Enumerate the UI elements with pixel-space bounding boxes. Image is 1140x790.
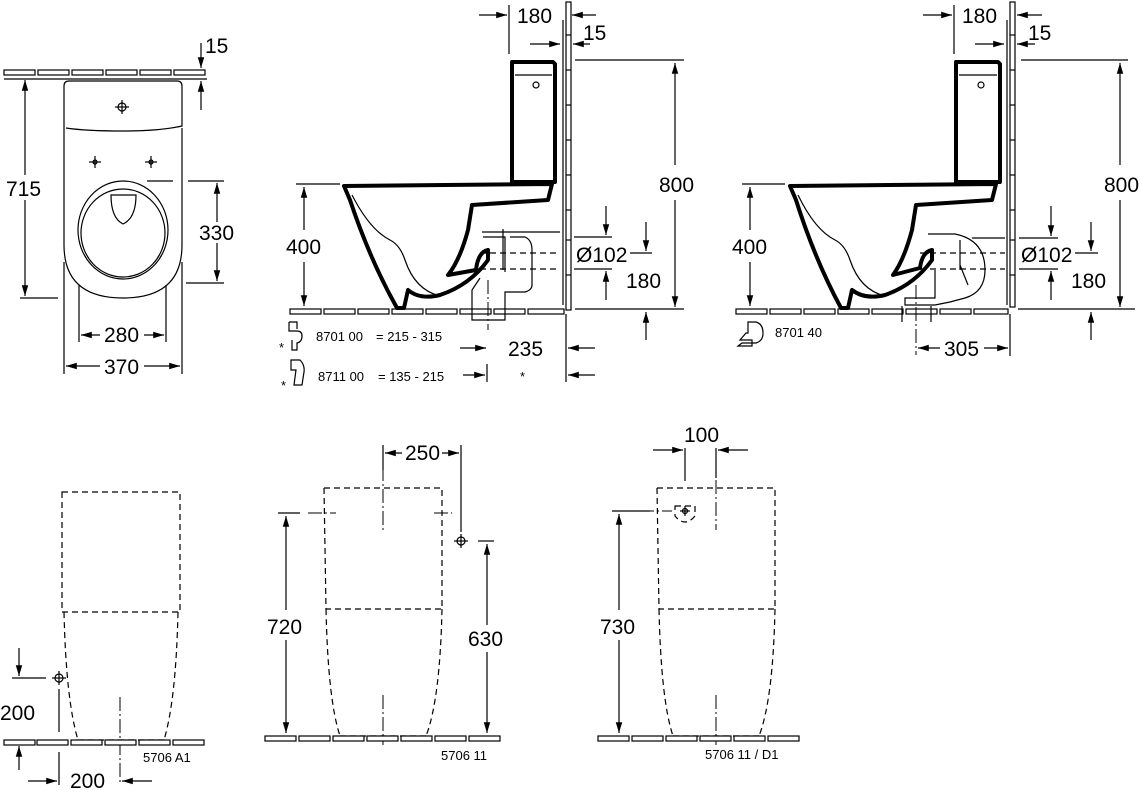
outlet-pipe-1 bbox=[471, 231, 560, 321]
dim-fixing-height: 720 bbox=[267, 616, 302, 639]
cistern-button-icon bbox=[115, 100, 129, 114]
dim-total-height-1: 800 bbox=[659, 174, 694, 197]
side-view-horizontal-outlet: 180 15 800 400 Ø102 180 235 * bbox=[279, 1, 694, 393]
front-view-5706-11-d1: 100 730 5706 11 / D1 bbox=[597, 424, 800, 762]
dim-outlet-height-2: 180 bbox=[1071, 270, 1106, 293]
dim-cistern-depth-2: 180 bbox=[962, 5, 997, 28]
dim-inlet-offset-d1: 100 bbox=[684, 424, 719, 447]
water-inlet-icon-d1 bbox=[680, 506, 690, 516]
bowl-2 bbox=[788, 182, 998, 310]
front-view-5706-a1: 200 200 5706 A1 bbox=[0, 491, 205, 790]
elbow-connector-icon bbox=[288, 321, 303, 351]
dim-inner-width: 280 bbox=[104, 324, 139, 347]
dim-length: 715 bbox=[6, 178, 41, 201]
dim-water-inlet-offset: 200 bbox=[70, 770, 105, 790]
connector-8711-00: * 8711 00 = 135 - 215 bbox=[281, 359, 444, 393]
dim-seat-height-2: 400 bbox=[732, 236, 767, 259]
asterisk-note: * bbox=[520, 369, 525, 384]
bowl-1 bbox=[342, 182, 554, 310]
dim-inlet-offset-11: 250 bbox=[405, 442, 440, 465]
side-view-vertical-outlet: 180 15 800 400 Ø102 180 305 8701 40 bbox=[732, 1, 1139, 361]
svg-text:*: * bbox=[279, 340, 284, 355]
floor-1 bbox=[289, 308, 565, 315]
svg-text:8701 40: 8701 40 bbox=[775, 325, 822, 340]
svg-text:= 215 - 315: = 215 - 315 bbox=[376, 329, 442, 344]
cistern-1 bbox=[510, 60, 557, 184]
wall-top bbox=[3, 69, 207, 80]
dim-outlet-diameter-2: Ø102 bbox=[1021, 244, 1072, 267]
top-view: 15 715 330 280 370 bbox=[3, 35, 234, 379]
dim-wall-gap-1: 15 bbox=[583, 22, 606, 45]
dim-outer-width: 370 bbox=[104, 356, 139, 379]
water-inlet-icon-11 bbox=[454, 534, 468, 548]
svg-text:8701 00: 8701 00 bbox=[316, 329, 363, 344]
dim-wall-offset: 15 bbox=[205, 35, 228, 58]
cistern-2 bbox=[954, 60, 1002, 184]
dim-inlet-height-11: 630 bbox=[468, 628, 503, 651]
svg-text:*: * bbox=[281, 378, 286, 393]
dim-total-height-2: 800 bbox=[1104, 174, 1139, 197]
front-view-5706-11: 250 720 630 5706 11 bbox=[264, 442, 503, 763]
floor-3 bbox=[3, 739, 205, 746]
outlet-pipe-2 bbox=[904, 233, 986, 306]
dim-outlet-diameter-1: Ø102 bbox=[576, 244, 627, 267]
connector-8701-40: 8701 40 bbox=[736, 321, 822, 347]
pan-connector-icon bbox=[736, 321, 764, 347]
dim-water-inlet-height: 200 bbox=[0, 702, 35, 725]
svg-text:8711 00: 8711 00 bbox=[318, 369, 364, 384]
connector-8701-00: * 8701 00 = 215 - 315 bbox=[279, 321, 442, 355]
floor-4 bbox=[264, 735, 501, 742]
straight-connector-icon bbox=[290, 359, 305, 386]
dim-cistern-depth-1: 180 bbox=[517, 5, 552, 28]
water-inlet-icon bbox=[52, 671, 66, 685]
svg-text:= 135 - 215: = 135 - 215 bbox=[378, 369, 444, 384]
floor-2 bbox=[735, 308, 1009, 315]
dim-wall-gap-2: 15 bbox=[1028, 22, 1051, 45]
dim-outlet-height-1: 180 bbox=[626, 270, 661, 293]
dim-outlet-distance-2: 305 bbox=[944, 338, 979, 361]
floor-5 bbox=[597, 735, 800, 742]
toilet-outline-top bbox=[63, 128, 183, 299]
dim-seat-height-1: 400 bbox=[286, 236, 321, 259]
dim-seat-depth: 330 bbox=[199, 222, 234, 245]
dim-inlet-height-d1: 730 bbox=[600, 616, 635, 639]
model-label-a1: 5706 A1 bbox=[143, 750, 191, 765]
fixing-point-icon bbox=[89, 156, 157, 168]
model-label-11: 5706 11 bbox=[441, 748, 487, 763]
dim-outlet-distance-1: 235 bbox=[508, 338, 543, 361]
model-label-d1: 5706 11 / D1 bbox=[705, 747, 778, 762]
